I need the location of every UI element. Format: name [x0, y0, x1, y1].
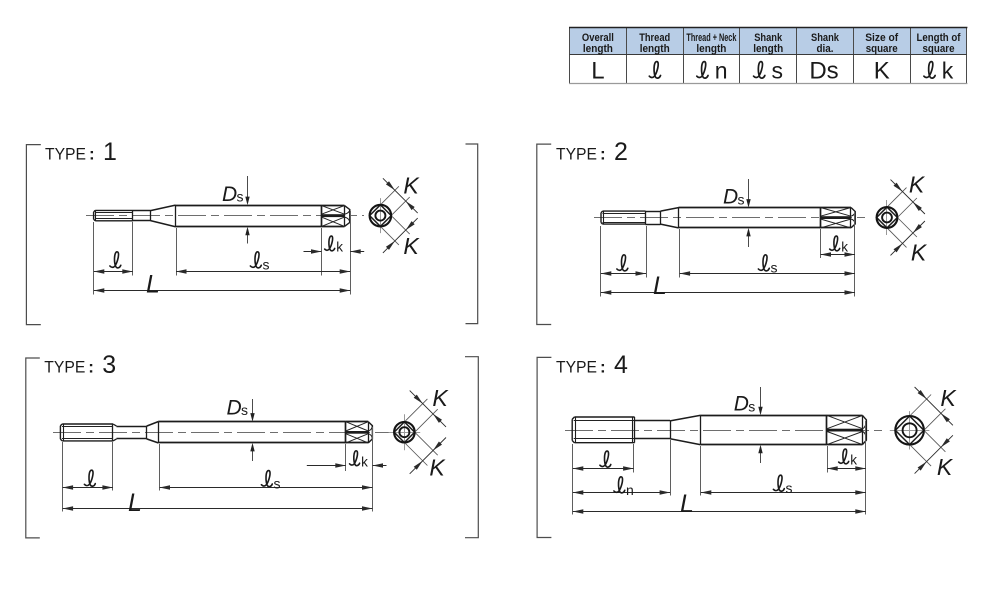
svg-text:TYPE: TYPE [44, 358, 85, 377]
svg-text:3: 3 [102, 351, 116, 379]
svg-text:K: K [403, 233, 420, 259]
svg-text:TYPE: TYPE [556, 145, 597, 164]
svg-text:Length of: Length of [917, 32, 961, 44]
svg-text:s: s [263, 257, 270, 273]
svg-text:dia.: dia. [817, 43, 834, 55]
svg-text:D: D [734, 393, 749, 416]
svg-text:k: k [336, 240, 343, 255]
svg-text:Shank: Shank [811, 32, 840, 44]
svg-text::: : [89, 145, 95, 164]
svg-text:D: D [222, 183, 237, 206]
svg-text:k: k [942, 57, 954, 83]
svg-text:L: L [128, 489, 142, 517]
svg-text:length: length [696, 43, 726, 55]
svg-text:K: K [940, 385, 957, 411]
svg-text:TYPE: TYPE [45, 145, 86, 164]
svg-text:4: 4 [614, 351, 628, 379]
svg-text:length: length [640, 43, 670, 55]
svg-text:Thread + Neck: Thread + Neck [686, 32, 737, 44]
svg-text:D: D [723, 186, 738, 209]
svg-text:s: s [274, 476, 281, 492]
svg-text:2: 2 [614, 138, 628, 166]
svg-text:K: K [429, 455, 446, 481]
svg-text:square: square [866, 43, 898, 55]
svg-text:s: s [241, 402, 248, 418]
svg-text:square: square [923, 43, 955, 55]
svg-text::: : [600, 358, 606, 377]
svg-text:Size of: Size of [865, 32, 898, 44]
svg-text:L: L [680, 490, 694, 518]
svg-text:length: length [753, 43, 783, 55]
svg-text:s: s [237, 189, 244, 205]
svg-text:s: s [738, 191, 745, 207]
svg-text:K: K [432, 385, 449, 411]
svg-text:s: s [772, 57, 784, 83]
svg-text:L: L [591, 58, 604, 85]
svg-text:k: k [361, 454, 368, 469]
svg-text:TYPE: TYPE [556, 358, 597, 377]
svg-text:k: k [841, 240, 848, 255]
svg-text:n: n [626, 482, 634, 498]
svg-text::: : [88, 358, 94, 377]
svg-text:K: K [909, 172, 926, 198]
svg-text:K: K [403, 173, 420, 199]
svg-text:L: L [146, 270, 160, 298]
svg-text:L: L [653, 272, 667, 300]
svg-text:D: D [227, 396, 242, 419]
svg-text:Overall: Overall [582, 32, 614, 44]
svg-text:1: 1 [103, 138, 117, 166]
svg-text:Shank: Shank [754, 32, 783, 44]
svg-text::: : [600, 145, 606, 164]
svg-text:K: K [874, 58, 890, 85]
svg-text:k: k [850, 453, 857, 468]
svg-text:s: s [771, 260, 778, 276]
svg-text:Ds: Ds [809, 58, 838, 85]
svg-text:length: length [583, 43, 613, 55]
svg-text:Thread: Thread [639, 32, 670, 44]
svg-text:s: s [786, 480, 793, 496]
svg-text:K: K [937, 454, 954, 480]
svg-text:n: n [715, 57, 728, 83]
svg-text:K: K [911, 240, 928, 266]
svg-text:s: s [748, 398, 755, 414]
